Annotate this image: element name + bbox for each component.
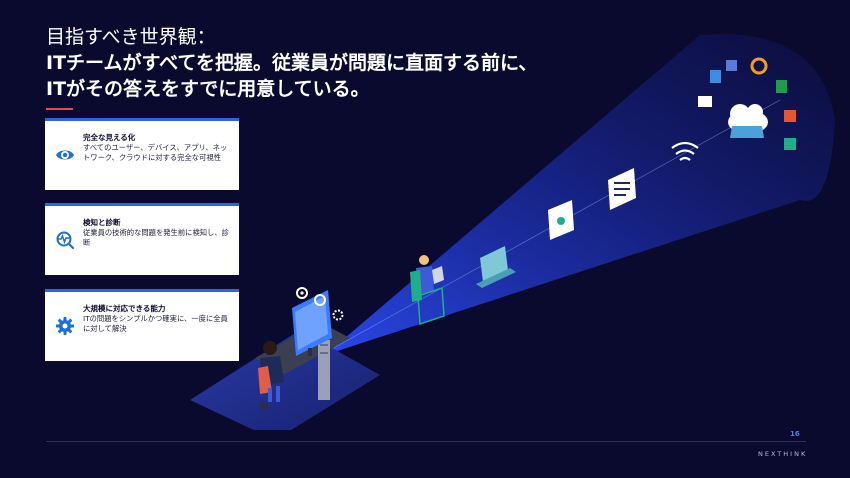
it-visibility-illustration: [190, 34, 835, 430]
pulse-search-icon: [56, 231, 75, 250]
office-app-icon: [784, 110, 796, 122]
eye-icon: [56, 150, 74, 160]
app-tile-icon: [710, 70, 721, 83]
admin-monitor: [292, 290, 332, 356]
light-beam: [325, 34, 835, 356]
page-number: 16: [790, 430, 800, 438]
card-detect-diagnose: 検知と診断 従業員の技術的な問題を発生前に検知し、診断: [45, 203, 239, 275]
footer-divider: [46, 441, 806, 442]
title-line-1: 目指すべき世界観：: [46, 26, 216, 48]
green-app-icon: [776, 80, 787, 93]
title-accent-bar: [46, 108, 73, 110]
gear-icon: [56, 317, 74, 335]
employee-person: [410, 255, 445, 326]
card-body: 従業員の技術的な問題を発生前に検知し、診断: [83, 228, 229, 247]
floating-search-icon: [314, 294, 326, 306]
title-line-3: ITがその答えをすでに用意している。: [46, 78, 370, 100]
card-body: すべてのユーザー、デバイス、アプリ、ネットワーク、クラウドに対する完全な可視性: [83, 143, 228, 162]
card-title: 完全な見える化: [83, 133, 136, 142]
window-app-icon: [698, 96, 712, 107]
card-title: 検知と診断: [83, 218, 121, 227]
app-tile-icon: [726, 60, 737, 71]
floating-eye-icon: [296, 287, 308, 299]
device-card-icon: [548, 200, 574, 240]
card-body: ITの問題をシンプルかつ確実に、一度に全員に対して解決: [83, 314, 228, 333]
card-full-visibility: 完全な見える化 すべてのユーザー、デバイス、アプリ、ネットワーク、クラウドに対す…: [45, 118, 239, 190]
it-admin-person: [258, 341, 284, 410]
brand-logo-text: NEXTHINK: [758, 450, 808, 458]
title-block: 目指すべき世界観： ITチームがすべてを把握。従業員が問題に直面する前に、 IT…: [46, 24, 646, 102]
wifi-icon: [671, 141, 699, 161]
ring-app-icon: [750, 57, 768, 75]
card-scale-response: 大規模に対応できる能力 ITの問題をシンプルかつ確実に、一度に全員に対して解決: [45, 289, 239, 361]
floating-gear-icon: [332, 309, 344, 321]
device-screen-icon: [608, 168, 636, 210]
chat-app-icon: [784, 138, 796, 150]
desk-floor: [190, 330, 380, 430]
title-line-2: ITチームがすべてを把握。従業員が問題に直面する前に、: [46, 52, 538, 74]
cloud-icon: [728, 104, 768, 138]
card-title: 大規模に対応できる能力: [83, 304, 166, 313]
